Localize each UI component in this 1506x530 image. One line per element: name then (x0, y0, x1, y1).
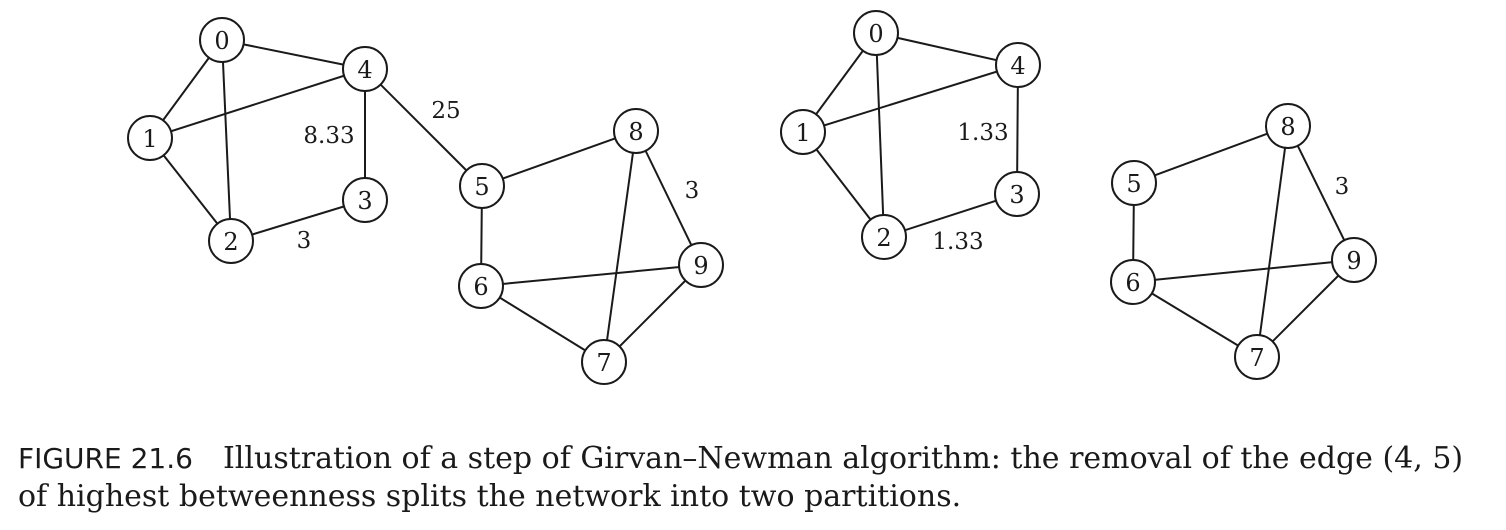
node-circle (1265, 103, 1311, 149)
edge-betweenness-label-4-5: 25 (431, 98, 460, 124)
edge-0-2 (221, 39, 232, 242)
node-label: 7 (596, 349, 611, 377)
node-label: 2 (876, 224, 891, 252)
node-circle (1110, 259, 1156, 305)
node-label: 9 (693, 252, 708, 280)
node-circle (613, 108, 659, 154)
node-2: 2 (861, 214, 907, 260)
edge-4-5 (364, 68, 483, 187)
node-label: 5 (1126, 170, 1141, 198)
node-7: 7 (581, 339, 627, 385)
node-circle (1111, 160, 1157, 206)
node-label: 2 (223, 228, 238, 256)
node-1: 1 (780, 109, 826, 155)
graph-after-removal: 1.33 1.33 3 0 1 2 3 4 5 6 7 8 9 (780, 10, 1377, 380)
node-6: 6 (458, 263, 504, 309)
edge-2-3 (883, 193, 1018, 238)
edge-6-7 (480, 285, 605, 363)
edge-0-4 (221, 39, 366, 70)
edge-5-8 (1133, 125, 1289, 184)
edge-0-2 (875, 32, 885, 238)
node-label: 1 (795, 119, 810, 147)
node-circle (459, 163, 505, 209)
node-2: 2 (208, 218, 254, 264)
node-circle (995, 42, 1041, 88)
edge-betweenness-label-2-3: 1.33 (932, 229, 983, 255)
caption-text: Illustration of a step of Girvan–Newman … (18, 441, 1464, 514)
node-label: 9 (1346, 247, 1361, 275)
node-5: 5 (459, 163, 505, 209)
node-circle (208, 218, 254, 264)
node-circle (199, 17, 245, 63)
node-4: 4 (342, 46, 388, 92)
node-6: 6 (1110, 259, 1156, 305)
graph-before-removal: 25 8.33 3 3 0 1 2 3 4 5 6 7 8 9 (127, 17, 724, 385)
node-label: 8 (1280, 113, 1295, 141)
node-5: 5 (1111, 160, 1157, 206)
node-1: 1 (127, 115, 173, 161)
edge-betweenness-label-8-9: 3 (685, 178, 700, 204)
node-label: 8 (628, 118, 643, 146)
node-8: 8 (613, 108, 659, 154)
node-circle (342, 46, 388, 92)
node-circle (853, 10, 899, 56)
node-label: 3 (1009, 181, 1024, 209)
node-9: 9 (678, 242, 724, 288)
node-circle (458, 263, 504, 309)
edge-6-7 (1132, 281, 1258, 358)
node-label: 1 (142, 125, 157, 153)
node-circle (581, 339, 627, 385)
node-circle (861, 214, 907, 260)
node-circle (780, 109, 826, 155)
node-circle (127, 115, 173, 161)
node-label: 6 (1125, 269, 1140, 297)
edge-8-9 (1287, 125, 1355, 261)
edge-5-8 (481, 130, 637, 187)
node-0: 0 (199, 17, 245, 63)
node-circle (1234, 334, 1280, 380)
edge-betweenness-label-3-4: 8.33 (303, 123, 354, 149)
node-9: 9 (1331, 237, 1377, 283)
edge-0-4 (875, 32, 1019, 66)
figure-number: FIGURE 21.6 (18, 442, 193, 475)
girvan-newman-figure: 25 8.33 3 3 0 1 2 3 4 5 6 7 8 9 1.33 1.33 3 0 1 2 3 4 5 6 7 8 9 (127, 10, 1377, 385)
node-label: 0 (868, 20, 883, 48)
node-label: 0 (214, 27, 229, 55)
node-3: 3 (342, 177, 388, 223)
edge-6-9 (480, 264, 702, 287)
node-circle (1331, 237, 1377, 283)
node-label: 4 (357, 56, 372, 84)
node-label: 5 (474, 173, 489, 201)
node-0: 0 (853, 10, 899, 56)
edge-betweenness-label-2-3: 3 (297, 228, 312, 254)
node-4: 4 (995, 42, 1041, 88)
node-label: 6 (473, 273, 488, 301)
node-label: 4 (1010, 52, 1025, 80)
edge-betweenness-label-8-9: 3 (1335, 174, 1350, 200)
edge-7-8 (1256, 125, 1289, 358)
node-3: 3 (994, 171, 1040, 217)
node-circle (342, 177, 388, 223)
edge-8-9 (635, 130, 702, 266)
edge-2-3 (230, 199, 366, 242)
node-circle (678, 242, 724, 288)
node-circle (994, 171, 1040, 217)
edge-betweenness-label-3-4: 1.33 (957, 120, 1008, 146)
edge-7-8 (603, 130, 637, 363)
node-label: 3 (357, 187, 372, 215)
edge-1-4 (802, 64, 1019, 133)
node-label: 7 (1249, 344, 1264, 372)
edge-1-4 (149, 68, 366, 139)
edge-6-9 (1132, 259, 1355, 283)
node-8: 8 (1265, 103, 1311, 149)
node-7: 7 (1234, 334, 1280, 380)
